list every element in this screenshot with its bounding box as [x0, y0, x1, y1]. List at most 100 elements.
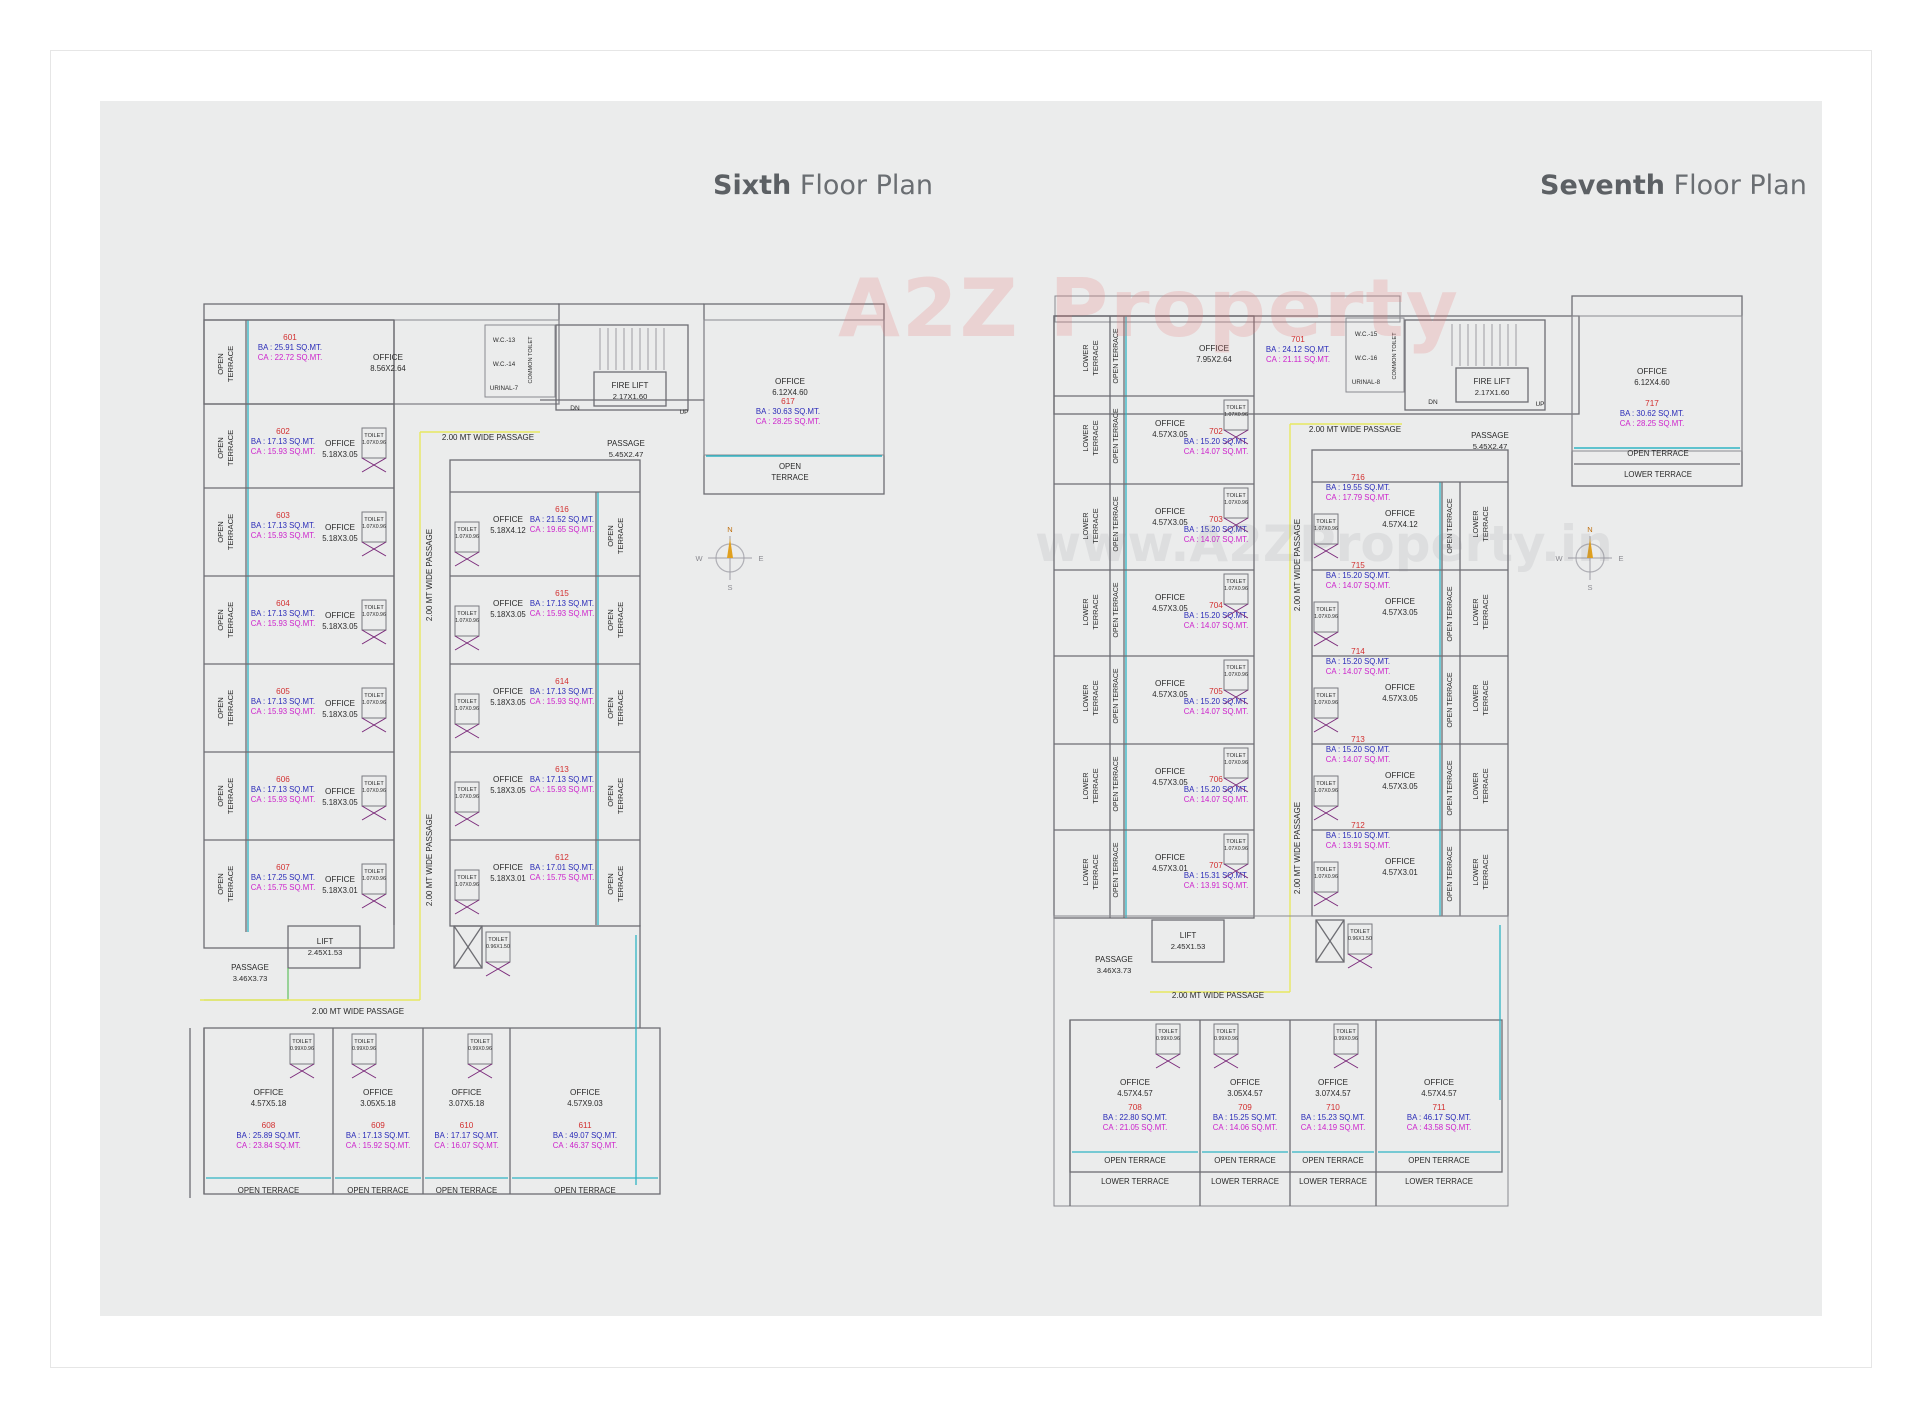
seventh-left-toilet-703-label: TOILET [1226, 493, 1246, 499]
sixth-bottom-toilet-610-label: TOILET [470, 1039, 490, 1045]
sixth-right-terrace-612-a: OPEN [606, 873, 615, 895]
sixth-unit-604-number: 604 [276, 599, 290, 608]
sixth-right-toilet-615-box [454, 605, 480, 637]
seventh-right-toilet-714-label: TOILET [1316, 693, 1336, 699]
seventh-right-toilet-715-size: 1.07X0.96 [1314, 614, 1338, 620]
sixth-fire-lift-dims: 2.17X1.60 [613, 392, 648, 401]
sixth-unit-606-ca: CA : 15.93 SQ.MT. [251, 795, 316, 804]
sixth-unit-608-dims: 4.57X5.18 [251, 1099, 287, 1108]
seventh-compass-s: S [1587, 583, 1592, 592]
seventh-unit-716-ca: CA : 17.79 SQ.MT. [1326, 493, 1391, 502]
sixth-unit-616-number: 616 [555, 505, 569, 514]
sixth-unit-602-number: 602 [276, 427, 290, 436]
seventh-unit-705-number: 705 [1209, 687, 1223, 696]
sixth-unit-608-ba: BA : 25.89 SQ.MT. [236, 1131, 300, 1140]
seventh-left-toilet-706-box [1223, 747, 1249, 779]
seventh-lower-702: LOWER [1081, 424, 1090, 451]
seventh-717-lower-terrace: LOWER TERRACE [1624, 470, 1692, 479]
sixth-left-terrace-601-a: OPEN [216, 353, 225, 375]
seventh-fire-lift [1455, 367, 1529, 403]
seventh-unit-711-ca: CA : 43.58 SQ.MT. [1407, 1123, 1472, 1132]
seventh-unit-711-number: 711 [1432, 1103, 1445, 1112]
sixth-left-toilet-607-box [361, 863, 387, 895]
sixth-unit-603-office: OFFICE [325, 523, 356, 532]
sixth-unit-615-number: 615 [555, 589, 569, 598]
seventh-unit-712-dims: 4.57X3.01 [1382, 868, 1418, 877]
seventh-left-toilet-703-door-b [1223, 517, 1249, 533]
seventh-unit-709-number: 709 [1238, 1103, 1252, 1112]
sixth-wc14: W.C.-14 [493, 361, 516, 368]
sixth-unit-616-dims: 5.18X4.12 [490, 526, 526, 535]
seventh-bottom-toilet-710-size: 0.99X0.96 [1334, 1036, 1358, 1042]
sixth-left-toilet-603-size: 1.07X0.96 [362, 524, 386, 530]
seventh-unit-714-ca: CA : 14.07 SQ.MT. [1326, 667, 1391, 676]
sixth-right-toilet-614-size: 1.07X0.96 [455, 706, 479, 712]
sixth-left-toilet-607-label: TOILET [364, 869, 384, 875]
seventh-left-toilet-702-size: 1.07X0.96 [1224, 412, 1248, 418]
seventh-unit-715-number: 715 [1351, 561, 1365, 570]
sixth-bottom-open-terrace-611: OPEN TERRACE [554, 1186, 615, 1195]
seventh-unit-714-office: OFFICE [1385, 683, 1416, 692]
sixth-617-dims: 6.12X4.60 [772, 388, 808, 397]
sixth-right-terrace-615-b: TERRACE [616, 602, 625, 638]
sixth-unit-615-ba: BA : 17.13 SQ.MT. [530, 599, 594, 608]
seventh-right-lower-terrace-715: TERRACE [1481, 594, 1490, 629]
seventh-bottom-toilet-710-label: TOILET [1336, 1029, 1356, 1035]
seventh-lower-701: LOWER [1081, 344, 1090, 371]
seventh-lower-703: LOWER [1081, 512, 1090, 539]
seventh-unit-712-office: OFFICE [1385, 857, 1416, 866]
seventh-lower-terrace-705: TERRACE [1091, 680, 1100, 715]
seventh-lower-705: LOWER [1081, 684, 1090, 711]
sixth-unit-611-ba: BA : 49.07 SQ.MT. [553, 1131, 617, 1140]
sixth-unit-615-office: OFFICE [493, 599, 524, 608]
seventh-wc16: W.C.-16 [1355, 355, 1378, 362]
sixth-left-terrace-604-b: TERRACE [226, 602, 235, 638]
seventh-wc15: W.C.-15 [1355, 331, 1378, 338]
seventh-right-toilet-716-box [1313, 513, 1339, 545]
seventh-top-strip [1054, 295, 1401, 323]
seventh-unit-713-number: 713 [1351, 735, 1365, 744]
sixth-right-toilet-615-label: TOILET [457, 611, 477, 617]
seventh-unit-709-ca: CA : 14.06 SQ.MT. [1213, 1123, 1278, 1132]
seventh-717-ca: CA : 28.25 SQ.MT. [1620, 419, 1685, 428]
sixth-right-terrace-613-a: OPEN [606, 785, 615, 807]
seventh-unit-713-office: OFFICE [1385, 771, 1416, 780]
sixth-left-toilet-607-door-b [361, 893, 387, 909]
sixth-left-terrace-604-a: OPEN [216, 609, 225, 631]
sixth-fire-lift [593, 371, 667, 407]
seventh-fire-lift-label: FIRE LIFT [1474, 377, 1511, 386]
sixth-unit-604-ca: CA : 15.93 SQ.MT. [251, 619, 316, 628]
sixth-right-terrace-614-b: TERRACE [616, 690, 625, 726]
sixth-unit-601-dims: 8.56X2.64 [370, 364, 406, 373]
sixth-right-terrace-616-a: OPEN [606, 525, 615, 547]
sixth-unit-604-dims: 5.18X3.05 [322, 622, 358, 631]
seventh-outer [1053, 915, 1509, 1207]
sixth-unit-605-number: 605 [276, 687, 290, 696]
sixth-right-lower-toilet-box [485, 931, 511, 963]
seventh-unit-708-ca: CA : 21.05 SQ.MT. [1103, 1123, 1168, 1132]
seventh-unit-711-ba: BA : 46.17 SQ.MT. [1407, 1113, 1471, 1122]
sixth-left-terrace-607-a: OPEN [216, 873, 225, 895]
seventh-unit-706-dims: 4.57X3.05 [1152, 778, 1188, 787]
seventh-unit-706-ba: BA : 15.20 SQ.MT. [1184, 785, 1248, 794]
seventh-right-lower-712: LOWER [1471, 858, 1480, 885]
sixth-title-bold: Sixth [713, 170, 792, 201]
sixth-title-rest: Floor Plan [799, 170, 934, 201]
seventh-bottom-toilet-710-door-b [1333, 1053, 1359, 1069]
sixth-unit-617-ca: CA : 28.25 SQ.MT. [756, 417, 821, 426]
sixth-left-toilet-604-door-b [361, 629, 387, 645]
seventh-unit-715-ca: CA : 14.07 SQ.MT. [1326, 581, 1391, 590]
seventh-right-lower-terrace-713: TERRACE [1481, 768, 1490, 803]
sixth-unit-613-ba: BA : 17.13 SQ.MT. [530, 775, 594, 784]
sixth-bottom-toilet-610-box [467, 1033, 493, 1065]
sixth-right-toilet-613-size: 1.07X0.96 [455, 794, 479, 800]
seventh-stair-dn: DN [1428, 399, 1438, 406]
seventh-unit-701-dims: 7.95X2.64 [1196, 355, 1232, 364]
seventh-urinal: URINAL-8 [1352, 379, 1381, 386]
seventh-unit-710-ba: BA : 15.23 SQ.MT. [1301, 1113, 1365, 1122]
seventh-lower-terrace-706: TERRACE [1091, 768, 1100, 803]
seventh-left-toilet-704-label: TOILET [1226, 579, 1246, 585]
seventh-bottom-toilet-710-box [1333, 1023, 1359, 1055]
seventh-unit-707-number: 707 [1209, 861, 1223, 870]
seventh-unit-702-ca: CA : 14.07 SQ.MT. [1184, 447, 1249, 456]
